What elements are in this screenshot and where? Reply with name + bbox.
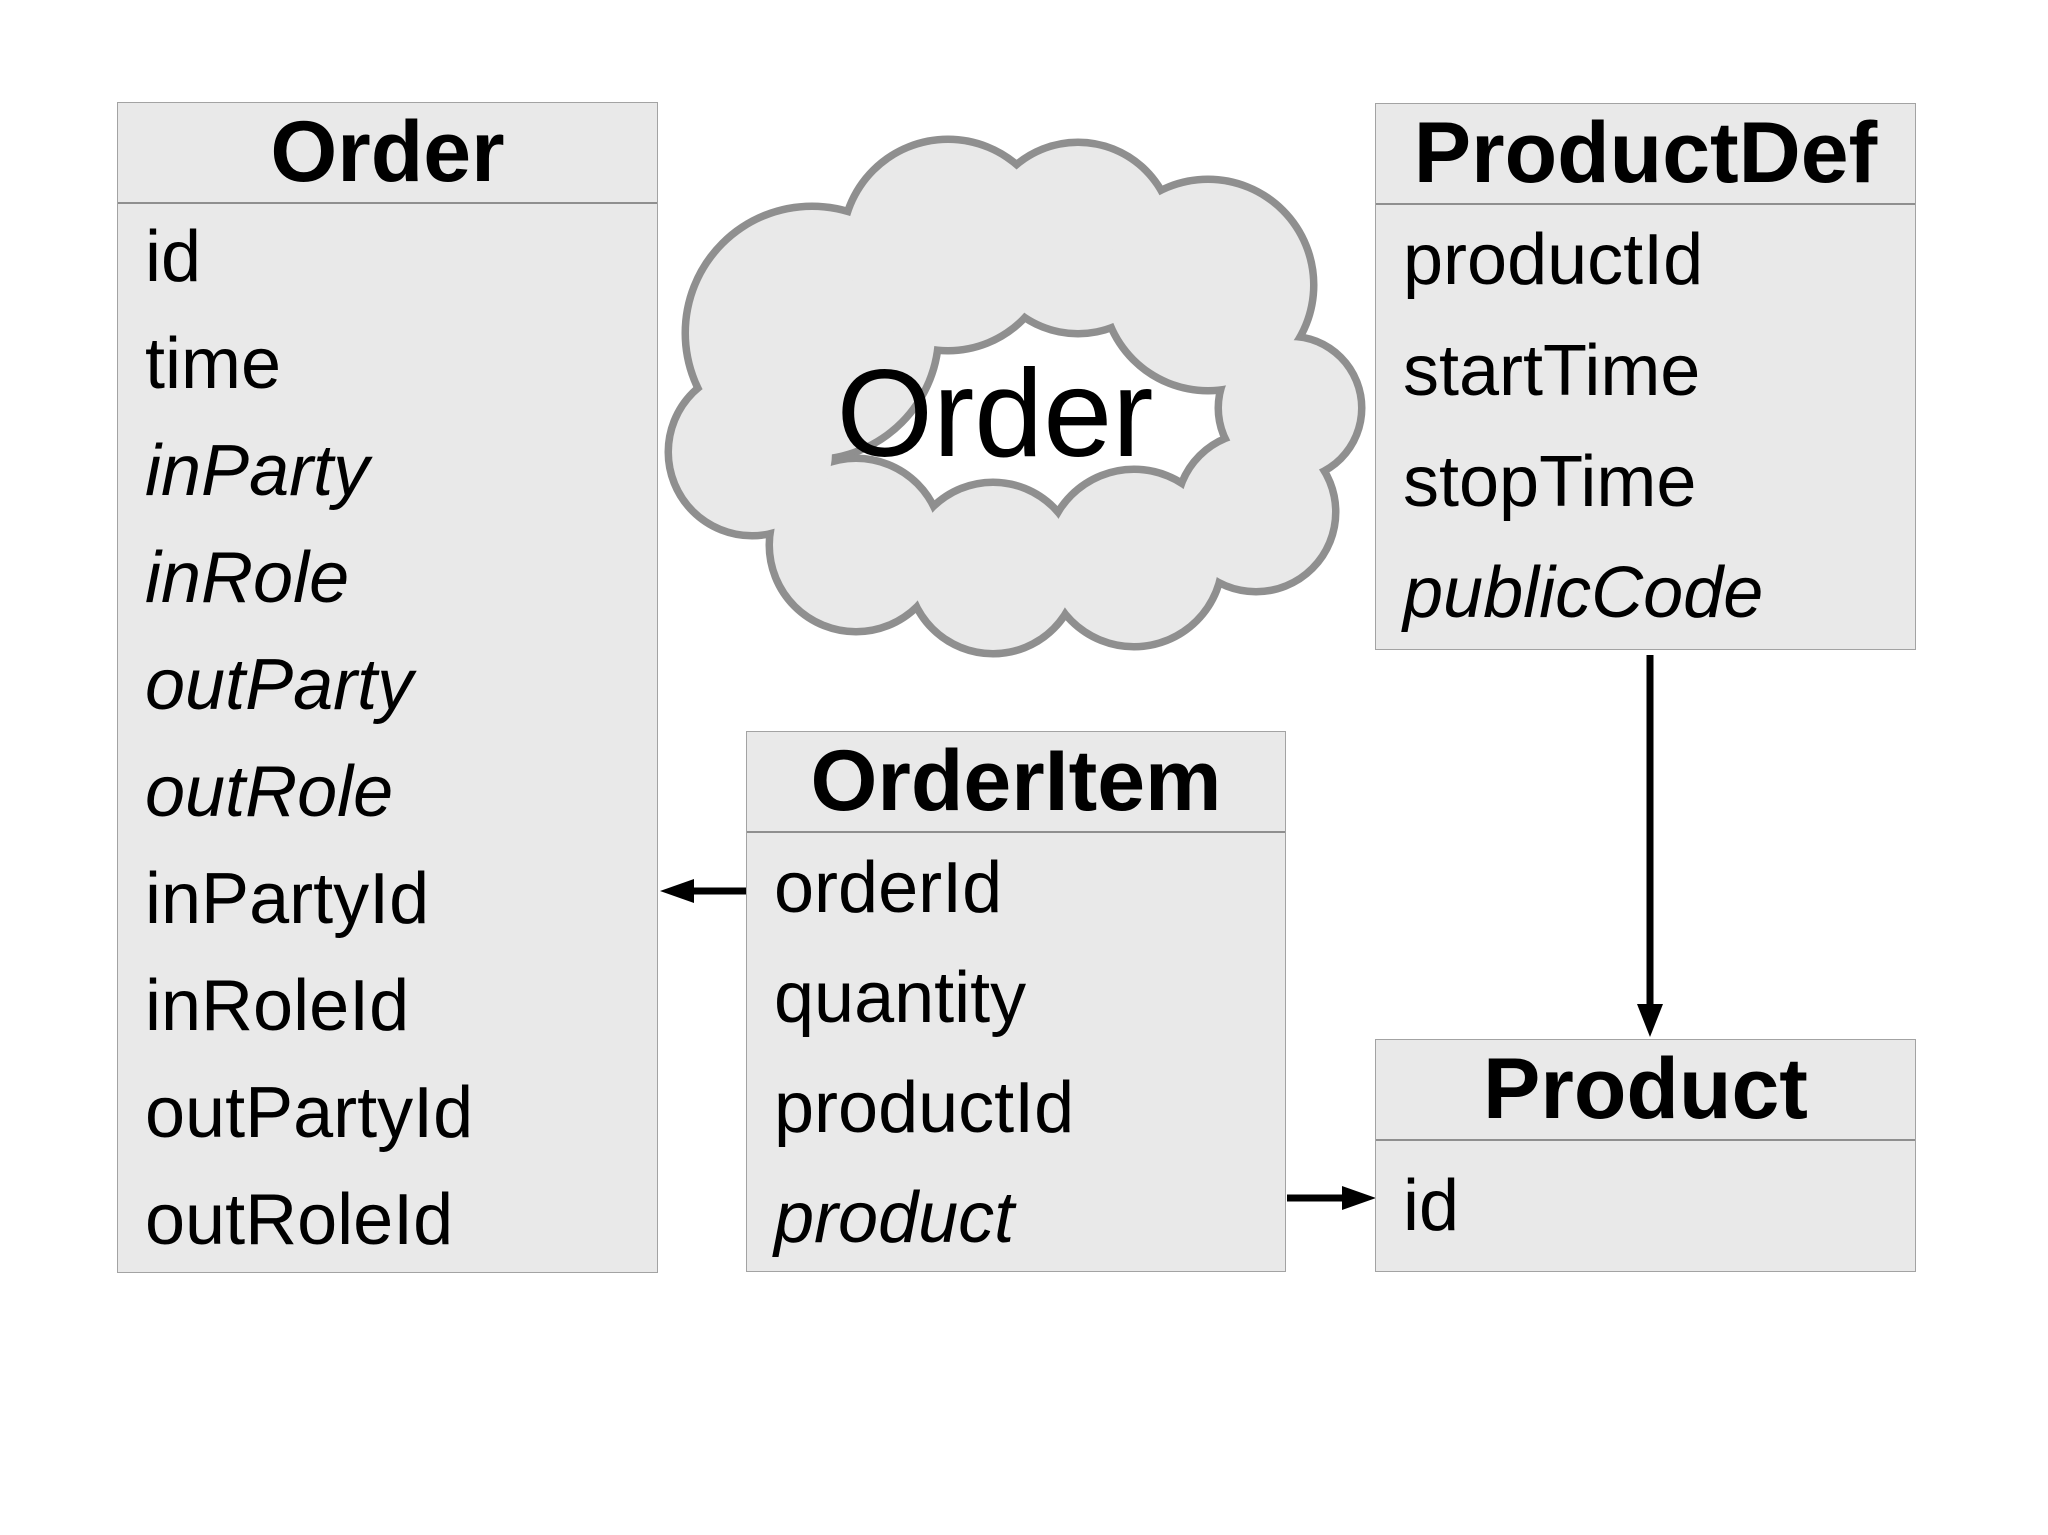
- field-inRoleId: inRoleId: [145, 966, 410, 1046]
- field-publicCode: publicCode: [1403, 553, 1764, 633]
- field-id: id: [145, 217, 202, 297]
- field-inRole: inRole: [145, 538, 350, 618]
- field-id: id: [1403, 1166, 1460, 1246]
- arrow-orderitem-to-order: [660, 879, 746, 903]
- field-startTime: startTime: [1403, 331, 1701, 411]
- table-title-order: Order: [118, 103, 657, 204]
- table-title-productdef: ProductDef: [1376, 104, 1915, 205]
- cloud-label: Order: [836, 345, 1154, 483]
- field-productId: productId: [774, 1068, 1075, 1148]
- arrow-productdef-to-product: [1637, 655, 1663, 1037]
- field-outParty: outParty: [145, 645, 414, 725]
- field-product: product: [774, 1178, 1015, 1258]
- field-productId: productId: [1403, 220, 1704, 300]
- field-inParty: inParty: [145, 431, 370, 511]
- field-outRoleId: outRoleId: [145, 1180, 454, 1260]
- field-orderId: orderId: [774, 848, 1003, 928]
- arrow-orderitem-to-product: [1287, 1186, 1376, 1210]
- field-inPartyId: inPartyId: [145, 859, 430, 939]
- field-stopTime: stopTime: [1403, 442, 1697, 522]
- field-list-orderitem: orderId quantity productId product: [747, 833, 1285, 1273]
- entity-table-orderitem: OrderItem orderId quantity productId produc…: [746, 731, 1286, 1272]
- field-list-product: id: [1376, 1141, 1915, 1272]
- entity-table-productdef: ProductDef productId startTime stopTime pub…: [1375, 103, 1916, 650]
- field-list-productdef: productId startTime stopTime publicCode: [1376, 205, 1915, 649]
- table-title-product: Product: [1376, 1040, 1915, 1141]
- entity-table-order: Order id time inParty inRole outParty outRole…: [117, 102, 658, 1273]
- field-list-order: id time inParty inRole outParty outRole inPart…: [118, 204, 657, 1274]
- table-title-orderitem: OrderItem: [747, 732, 1285, 833]
- field-time: time: [145, 324, 282, 404]
- field-outPartyId: outPartyId: [145, 1073, 474, 1153]
- field-quantity: quantity: [774, 958, 1027, 1038]
- field-outRole: outRole: [145, 752, 394, 832]
- entity-table-product: Product id: [1375, 1039, 1916, 1272]
